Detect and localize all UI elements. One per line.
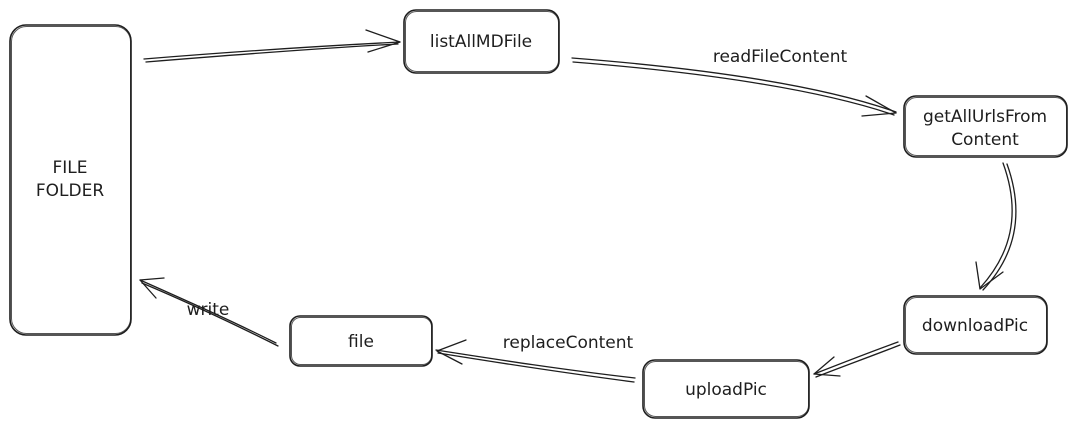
edge-folder-to-list	[143, 29, 401, 63]
edge-label-write: write	[187, 300, 230, 320]
node-list-all-md-file[interactable]: listAllMDFile	[403, 9, 560, 74]
node-file-label: file	[348, 332, 374, 352]
edge-label-replace-content: replaceContent	[503, 333, 634, 353]
edge-replace-content	[435, 339, 636, 383]
node-get-all-urls-line-2: Content	[951, 130, 1019, 150]
edge-read-file-content	[571, 57, 897, 117]
node-file[interactable]: file	[289, 315, 433, 367]
node-file-folder[interactable]: FILE FOLDER	[9, 24, 132, 336]
node-get-all-urls-line-1: getAllUrlsFrom	[923, 107, 1047, 127]
edge-urls-to-download	[975, 162, 1017, 291]
edge-write	[139, 277, 279, 347]
node-upload-pic[interactable]: uploadPic	[642, 359, 810, 419]
node-get-all-urls-from-content[interactable]: getAllUrlsFrom Content	[903, 95, 1068, 158]
edge-label-read-file-content: readFileContent	[713, 47, 848, 67]
node-list-all-md-file-label: listAllMDFile	[430, 32, 532, 52]
node-file-folder-line-1: FILE	[52, 158, 87, 178]
node-upload-pic-label: uploadPic	[685, 380, 767, 400]
node-download-pic[interactable]: downloadPic	[903, 295, 1048, 355]
node-file-folder-line-2: FOLDER	[36, 181, 104, 201]
node-download-pic-label: downloadPic	[922, 316, 1028, 336]
edge-download-to-upload	[813, 341, 901, 378]
